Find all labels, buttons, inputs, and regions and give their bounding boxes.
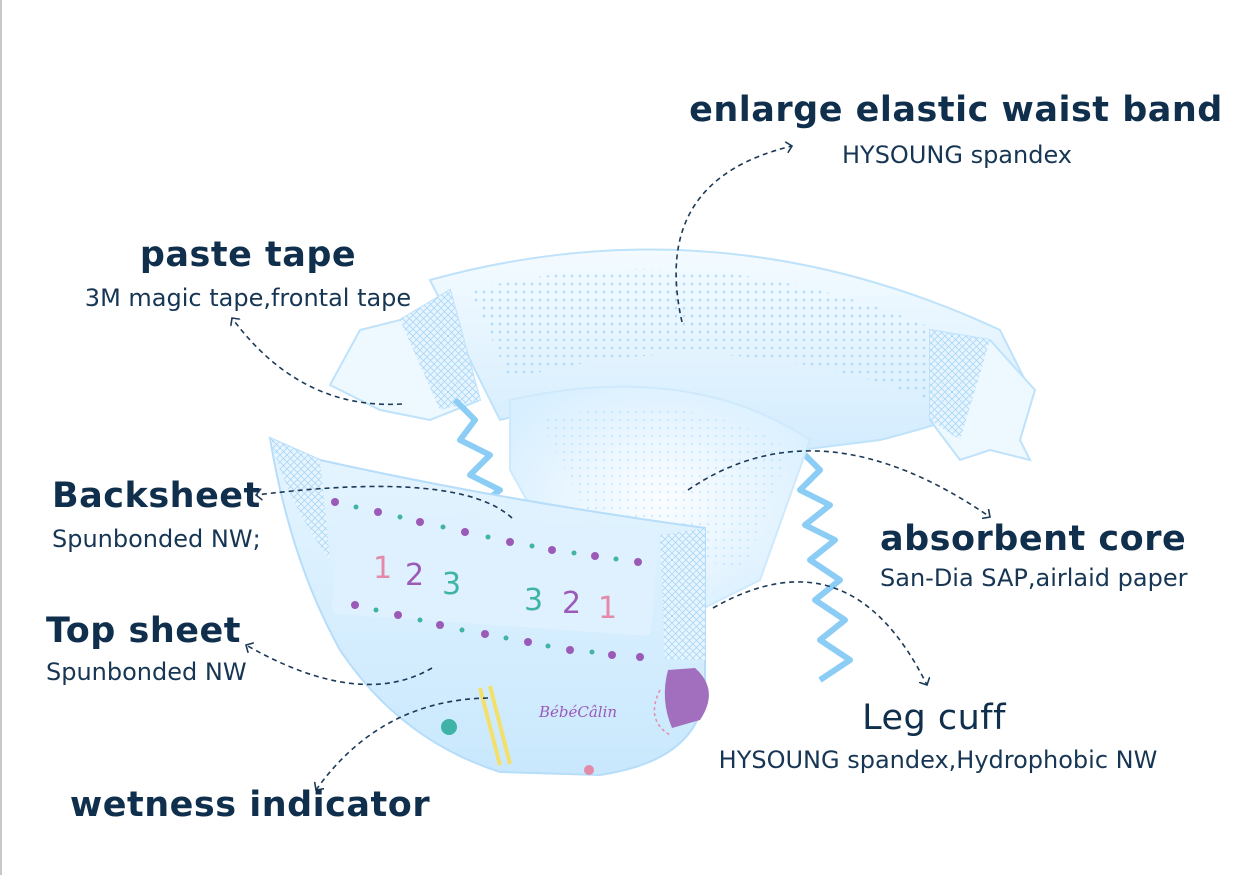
number-right-1: 1 [598, 591, 617, 626]
arrow-top-sheet [246, 645, 433, 686]
arrow-absorbent-core [687, 450, 990, 517]
arrow-waist-band [675, 146, 792, 323]
top-sheet-title: Top sheet [46, 611, 241, 651]
wetness-indicator-stripes [478, 685, 512, 766]
diaper-front-panel [268, 436, 706, 777]
number-left-3: 3 [442, 567, 461, 602]
diaper-numbers: 1 2 3 3 2 1 [373, 551, 617, 626]
arrow-backsheet [256, 485, 513, 519]
number-right-2: 2 [562, 586, 581, 621]
wetness-indicator-title: wetness indicator [69, 785, 431, 825]
backsheet-title: Backsheet [52, 476, 261, 516]
arrow-leg-cuff [712, 581, 927, 685]
bottom-flower-icons [441, 719, 594, 775]
backsheet-subtitle: Spunbonded NW; [52, 525, 261, 553]
arrow-paste-tape [232, 318, 403, 406]
paste-tape-right [929, 328, 1037, 462]
paste-tape-title: paste tape [139, 235, 357, 275]
absorbent-core-subtitle: San-Dia SAP,airlaid paper [880, 564, 1188, 592]
brand-logo: BébéCâlin [538, 703, 617, 721]
frame-border [0, 0, 2, 875]
number-left-2: 2 [405, 558, 424, 593]
top-sheet-subtitle: Spunbonded NW [46, 658, 247, 686]
leg-cuff-subtitle: HYSOUNG spandex,Hydrophobic NW [718, 746, 1158, 774]
waist-band-subtitle: HYSOUNG spandex [841, 141, 1073, 169]
leg-cuff-purple-panel [653, 668, 709, 736]
callout-arrows [232, 146, 990, 790]
waist-band-title: enlarge elastic waist band [689, 90, 1223, 130]
absorbent-core-title: absorbent core [880, 519, 1187, 559]
leg-cuff-title: Leg cuff [862, 698, 1006, 738]
paste-tape-subtitle: 3M magic tape,frontal tape [84, 284, 412, 312]
arrow-wetness-indicator [316, 697, 489, 790]
paste-tape-left [328, 288, 482, 422]
flower-pattern [331, 498, 644, 661]
number-left-1: 1 [373, 551, 392, 586]
number-right-3: 3 [524, 583, 543, 618]
